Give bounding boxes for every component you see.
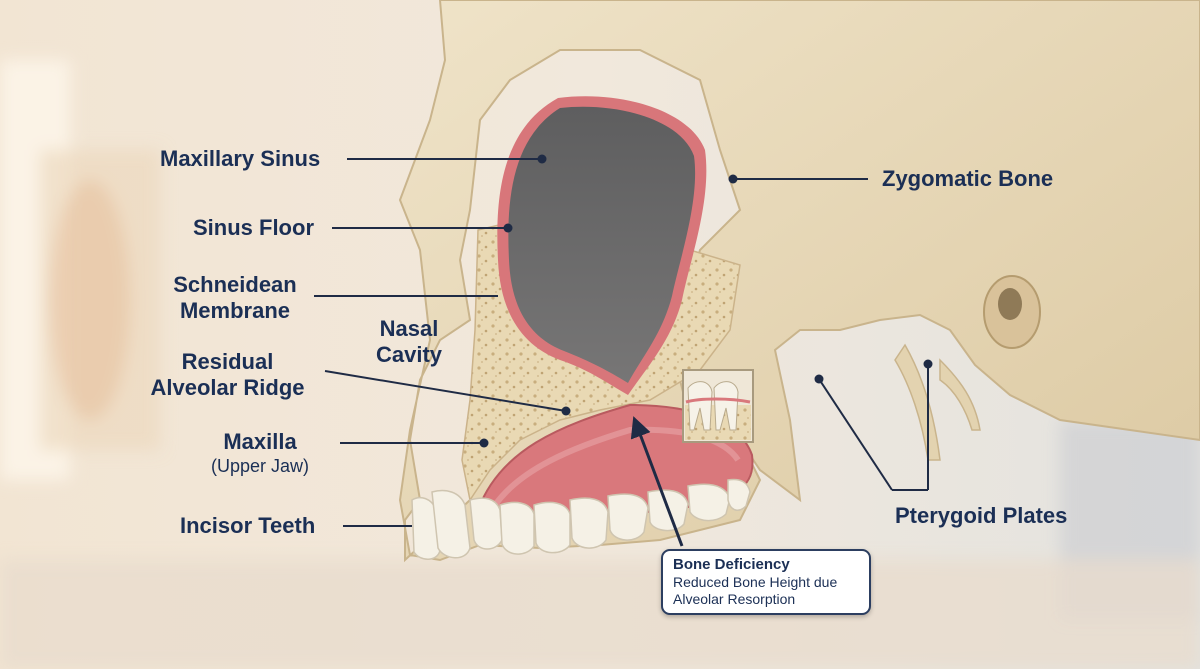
tooth [469,497,503,550]
callout-line2: Alveolar Resorption [673,591,796,607]
callout-title: Bone Deficiency [673,556,790,573]
label-maxilla: Maxilla (Upper Jaw) [190,429,330,477]
pterygoid-process [939,358,981,431]
tooth [687,483,731,522]
label-maxilla-main: Maxilla [223,429,297,454]
label-sinus-floor: Sinus Floor [193,215,314,240]
label-maxilla-sub: (Upper Jaw) [210,456,310,476]
label-incisor-teeth: Incisor Teeth [180,513,316,538]
label-pterygoid-plates: Pterygoid Plates [895,503,1068,528]
tooth [607,493,649,541]
maxillary-sinus-cavity [508,106,696,383]
label-nasal-line1: Nasal [379,316,439,341]
callout-line1: Reduced Bone Height due [673,574,838,590]
tooth [499,501,535,555]
label-maxillary-sinus: Maxillary Sinus [160,146,321,171]
label-schneidean-line2: Membrane [179,298,291,323]
label-nasal-line2: Cavity [375,342,443,367]
leader-lines [314,158,929,547]
label-residual-line1: Residual [181,349,274,374]
pterygoid-process [894,343,941,461]
label-zygomatic-bone: Zygomatic Bone [882,166,1054,191]
tooth-root-inset [682,369,754,443]
label-residual-line2: Alveolar Ridge [150,375,305,400]
bone-deficiency-callout: Bone Deficiency Reduced Bone Height due … [661,549,871,615]
anchor-dots [479,154,933,448]
teeth-row [411,478,751,560]
label-schneidean-membrane: Schneidean Membrane [165,272,305,324]
tooth [533,501,571,554]
label-schneidean-line1: Schneidean [173,272,297,297]
tooth [727,478,751,511]
incisor-tooth [431,489,471,559]
label-nasal-cavity: Nasal Cavity [364,316,454,368]
label-residual-alveolar-ridge: Residual Alveolar Ridge [140,349,315,401]
tooth [569,497,609,549]
